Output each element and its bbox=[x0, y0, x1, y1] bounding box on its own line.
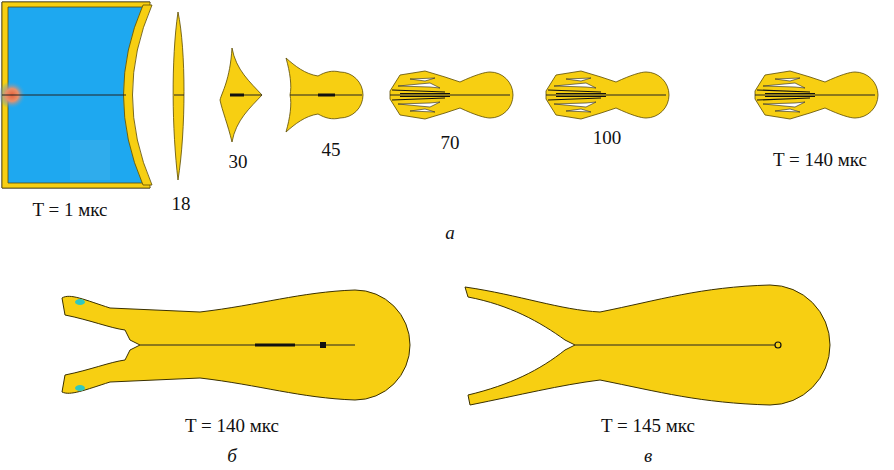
projectile-70 bbox=[390, 71, 513, 119]
time-label: T = 1 мкс bbox=[33, 200, 108, 219]
time-label: T = 145 мкс bbox=[601, 416, 695, 435]
liner-18 bbox=[173, 12, 184, 180]
projectile-140-detail bbox=[62, 290, 410, 400]
time-label: T = 140 мкс bbox=[185, 416, 279, 435]
time-label: 45 bbox=[322, 140, 341, 159]
projectile-145-detail bbox=[465, 285, 830, 405]
panel-letter: а bbox=[445, 223, 455, 242]
liner-30 bbox=[220, 48, 262, 142]
time-label: 100 bbox=[593, 128, 622, 147]
time-label: 30 bbox=[229, 152, 248, 171]
panel-letter: в bbox=[644, 446, 652, 465]
time-label: 70 bbox=[441, 133, 460, 152]
projectile-45 bbox=[286, 58, 363, 132]
time-label: T = 140 мкс bbox=[773, 150, 867, 169]
time-label: 18 bbox=[172, 194, 191, 213]
panel-letter: б bbox=[227, 446, 237, 465]
charge-initial bbox=[0, 2, 152, 188]
projectile-100 bbox=[546, 71, 669, 119]
projectile-140 bbox=[755, 71, 878, 119]
